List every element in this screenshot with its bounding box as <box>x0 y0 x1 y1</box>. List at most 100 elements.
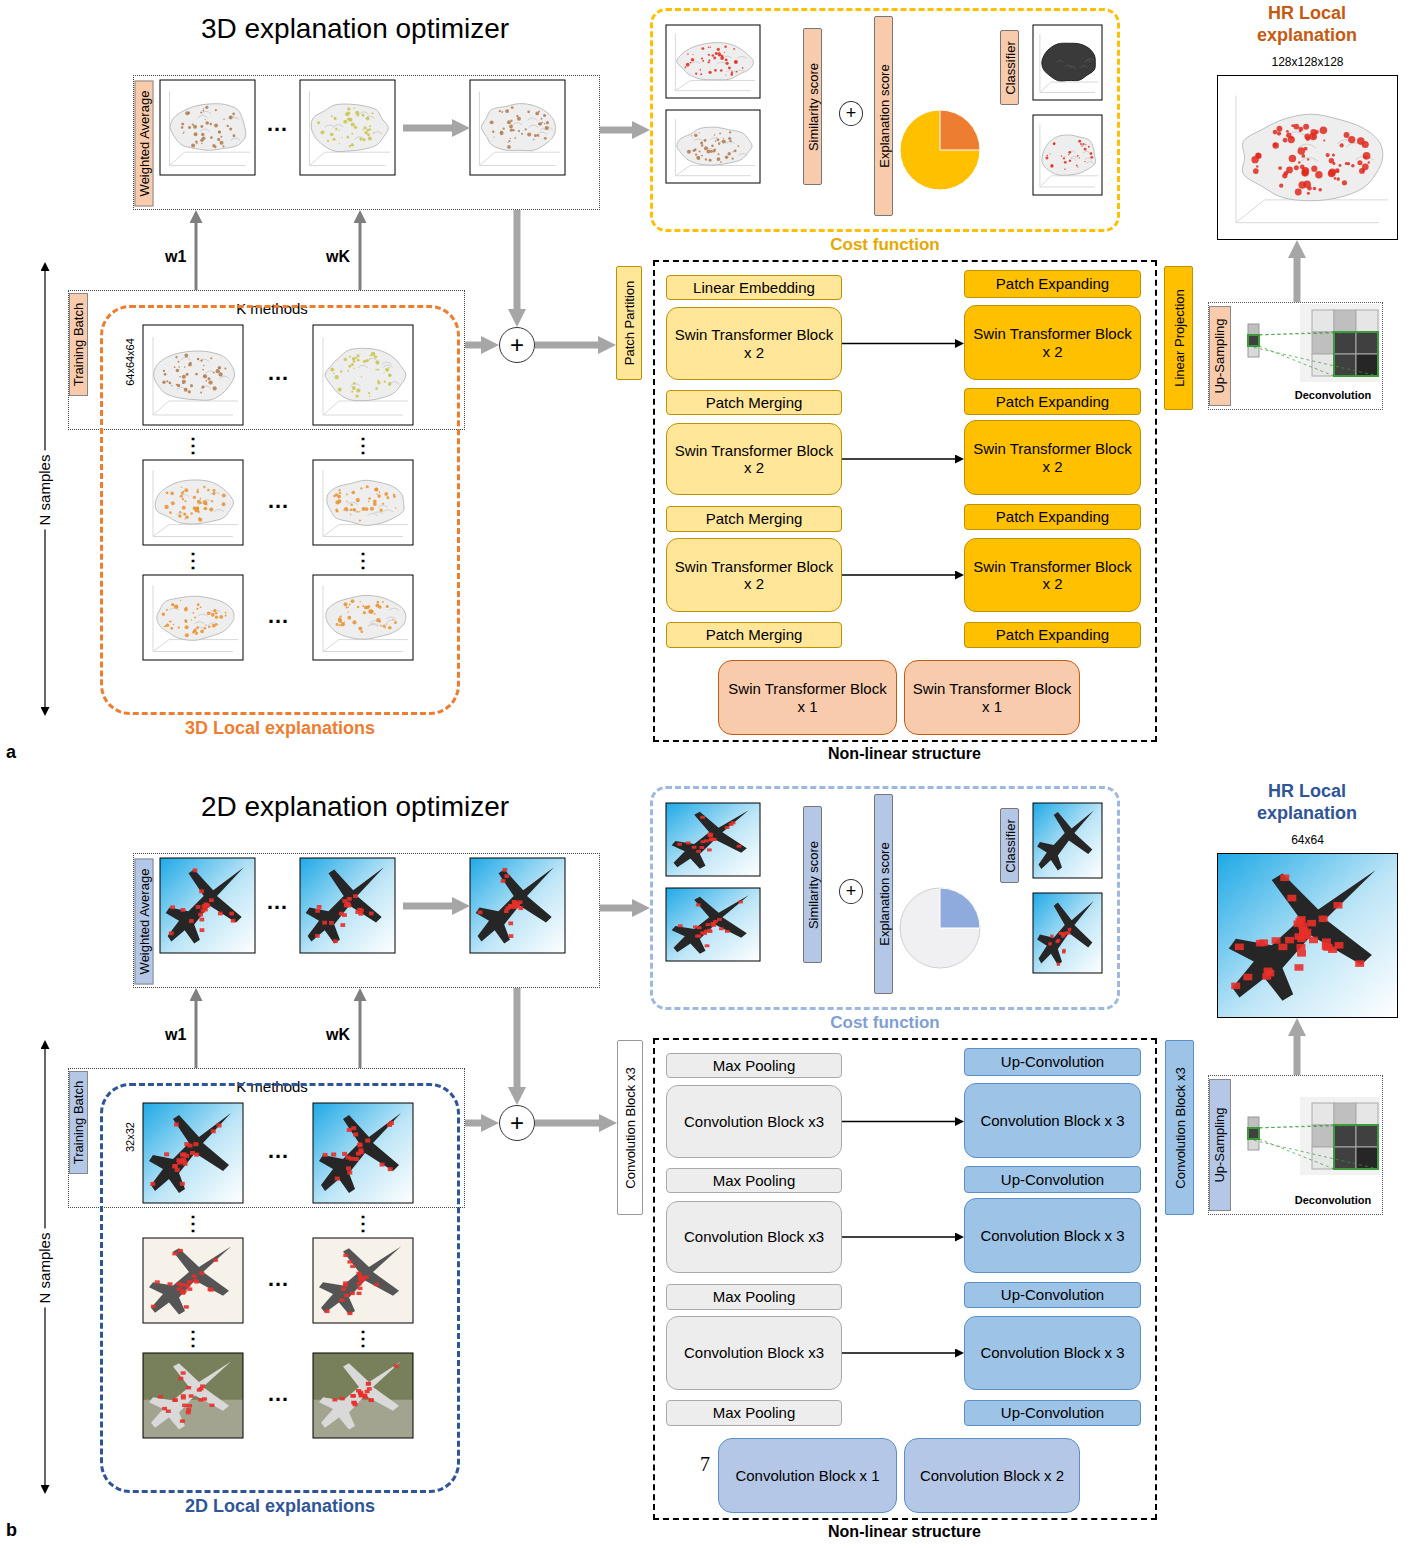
activation-patch <box>189 1394 194 1397</box>
activation-patch <box>1050 935 1053 938</box>
activation-patch <box>1235 944 1244 951</box>
node-text: Cost function <box>653 235 1117 255</box>
activation-patch <box>1287 895 1296 902</box>
activation-patch <box>181 908 186 912</box>
activation-spot <box>385 368 388 371</box>
activation-spot <box>541 118 543 120</box>
activation-spot <box>333 495 335 497</box>
activation-patch <box>1309 937 1318 944</box>
activation-patch <box>192 1274 197 1277</box>
activation-patch <box>355 910 360 914</box>
axis-lines <box>675 34 755 91</box>
score-box: Similarity score <box>803 806 822 963</box>
activation-spot <box>1301 169 1309 177</box>
activation-spot <box>388 382 391 385</box>
activation-spot <box>500 131 504 135</box>
activation-spot <box>708 54 710 56</box>
activation-spot <box>190 384 193 387</box>
node-text: Swin Transformer Block x 1 <box>905 680 1079 715</box>
activation-patch <box>340 1397 345 1400</box>
activation-spot <box>1323 139 1325 141</box>
decoder-block: Up-Convolution <box>964 1400 1141 1426</box>
node-text: 64x64 <box>1218 833 1397 847</box>
image-frame <box>160 80 255 175</box>
node-text: Patch Expanding <box>992 626 1113 643</box>
activation-spot <box>366 485 369 488</box>
activation-spot <box>181 486 182 487</box>
activation-patch <box>174 1123 179 1127</box>
activation-patch <box>193 868 198 872</box>
activation-spot <box>171 603 174 606</box>
node-text: 32x32 <box>123 1107 137 1167</box>
image-background <box>143 1103 243 1203</box>
activation-spot <box>713 57 716 60</box>
activation-patch <box>347 1128 352 1132</box>
activation-patch <box>699 846 704 849</box>
output-cell <box>1334 332 1356 354</box>
activation-spot <box>694 149 696 151</box>
brain-outline <box>311 104 388 151</box>
node-text: Swin Transformer Block x 2 <box>667 326 841 361</box>
activation-patch <box>518 900 523 904</box>
activation-spot <box>352 620 356 624</box>
activation-patch <box>502 868 507 872</box>
node-text: + <box>842 881 861 902</box>
activation-spot <box>339 624 341 626</box>
activation-spot <box>695 154 697 156</box>
activation-spot <box>1339 164 1342 167</box>
activation-spot <box>716 138 719 141</box>
activation-patch <box>509 934 514 938</box>
activation-patch <box>697 935 702 938</box>
activation-spot <box>185 516 188 519</box>
activation-patch <box>347 897 352 901</box>
brain-fold <box>737 56 746 58</box>
activation-patch <box>1278 944 1287 951</box>
activation-spot <box>1298 127 1303 132</box>
activation-spot <box>185 633 189 637</box>
activation-spot <box>166 609 168 611</box>
connector <box>359 1001 362 1068</box>
activation-patch <box>325 1310 330 1313</box>
node-text: + <box>506 331 528 359</box>
decoder-block: Patch Expanding <box>964 622 1141 648</box>
airplane-shape <box>149 1113 231 1193</box>
ellipsis: ⋮ <box>353 550 373 570</box>
activation-spot <box>209 507 213 511</box>
activation-spot <box>395 507 397 509</box>
activation-spot <box>704 139 707 142</box>
node-text: Deconvolution <box>1287 389 1379 402</box>
activation-patch <box>186 1386 191 1389</box>
brain-fold <box>383 510 393 512</box>
activation-spot <box>184 518 185 519</box>
brain-fold <box>367 358 377 361</box>
image-background <box>300 858 395 953</box>
activation-spot <box>725 58 728 61</box>
activation-spot <box>717 48 720 51</box>
activation-spot <box>179 376 181 378</box>
node-text: + <box>506 1109 528 1137</box>
activation-spot <box>1340 143 1344 147</box>
activation-spot <box>356 388 360 392</box>
activation-spot <box>356 511 358 513</box>
activation-spot <box>346 122 347 123</box>
activation-spot <box>206 380 208 382</box>
activation-spot <box>374 488 378 492</box>
activation-patch <box>709 839 714 842</box>
activation-spot <box>210 123 213 126</box>
activation-patch <box>1272 937 1281 944</box>
axis-lines <box>170 91 251 165</box>
activation-spot <box>358 627 362 631</box>
activation-spot <box>376 618 380 622</box>
activation-patch <box>1334 902 1343 909</box>
activation-spot <box>527 132 531 136</box>
activation-spot <box>205 106 208 109</box>
node-text: 64x64x64 <box>123 329 137 395</box>
activation-patch <box>1068 928 1071 931</box>
activation-spot <box>700 141 703 144</box>
image-frame <box>470 80 565 175</box>
cost-frame: Cost functionSimilarity score+Explanatio… <box>650 786 1120 1010</box>
node-text: Max Pooling <box>709 1288 800 1305</box>
activation-spot <box>196 490 199 493</box>
activation-patch <box>199 1271 204 1274</box>
activation-spot <box>546 121 549 124</box>
